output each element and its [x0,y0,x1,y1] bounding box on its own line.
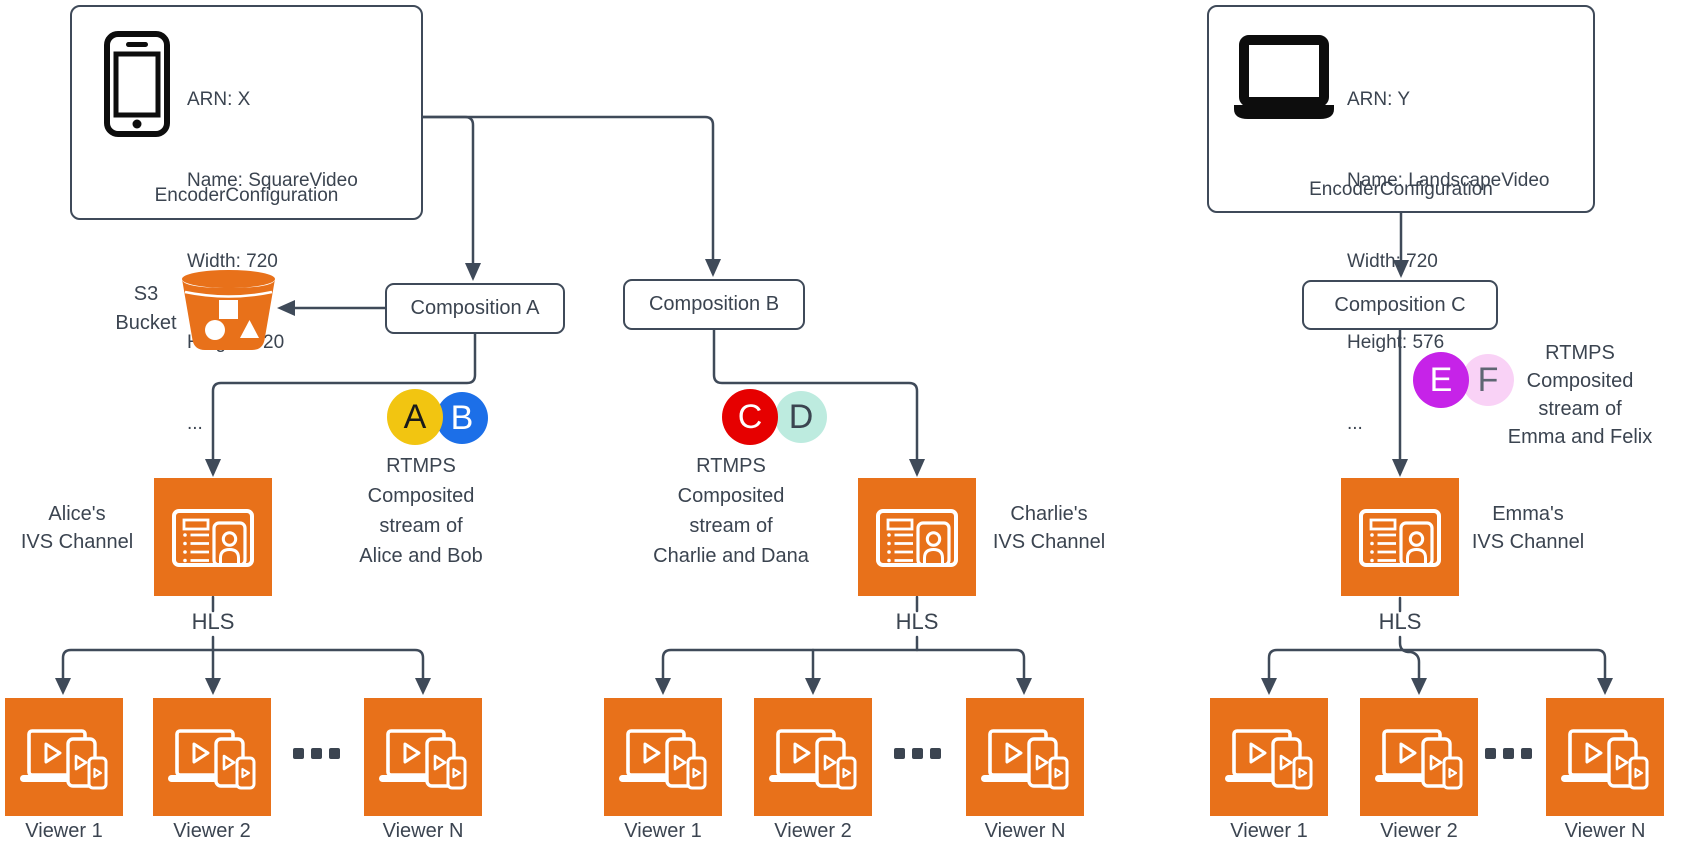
ivs-channel-glyph [876,509,958,567]
multi-device-playback-glyph [619,729,707,790]
rtmps-stream-note-alice-bob: RTMPS Composited stream of Alice and Bob [359,455,483,567]
encoder-ellipsis: ... [1347,413,1363,434]
participant-badge-e: E [1413,352,1469,408]
encoder-height: Height: 576 [1347,332,1445,353]
alice-channel-label: Alice's IVS Channel [20,503,134,553]
encoder-configuration-box-square: ARN: X Name: SquareVideo Width: 720 Heig… [70,5,423,434]
connector-split-right [1267,648,1607,680]
participant-badge-f: F [1462,354,1514,406]
encoder-arn: ARN: Y [1347,89,1411,110]
multi-device-playback-glyph [379,729,467,790]
encoder-name: Name: SquareVideo [187,170,358,191]
viewer-label: Viewer 2 [173,820,251,842]
viewer-icon [364,698,482,816]
encoder-properties: ARN: Y Name: LandscapeVideo Width: 720 H… [1347,32,1549,491]
viewer-label: Viewer 1 [1230,820,1308,842]
viewer-label: Viewer N [984,820,1066,842]
multi-device-playback-glyph [1225,729,1313,790]
composition-b-box: Composition B [623,279,805,330]
participant-badge-b: B [436,392,488,444]
viewer-label: Viewer N [382,820,464,842]
participant-badge-a: A [387,389,443,445]
multi-device-playback-glyph [168,729,256,790]
emma-channel-label: Emma's IVS Channel [1471,503,1585,553]
viewer-icon [1546,698,1664,816]
viewer-icon [604,698,722,816]
encoder-width: Width: 720 [187,251,278,272]
ivs-channel-glyph [172,509,254,567]
viewer-label: Viewer N [1564,820,1646,842]
participant-badge-d: D [775,391,827,443]
composition-a-box: Composition A [385,283,565,334]
charlie-ivs-channel-icon [858,478,976,596]
viewer-icon [966,698,1084,816]
viewer-icon [1210,698,1328,816]
viewer-icon [153,698,271,816]
ellipsis-dots [293,748,340,759]
viewer-label: Viewer 1 [624,820,702,842]
composition-c-label: Composition C [1334,293,1466,316]
participant-badge-c: C [722,389,778,445]
viewer-label: Viewer 2 [1380,820,1458,842]
encoder-arn: ARN: X [187,89,251,110]
multi-device-playback-glyph [1561,729,1649,790]
encoder-width: Width: 720 [1347,251,1438,272]
hls-label-charlie: HLS [895,609,939,634]
charlie-channel-label: Charlie's IVS Channel [992,503,1106,553]
viewer-label: Viewer 1 [25,820,103,842]
encoder-configuration-box-landscape: ARN: Y Name: LandscapeVideo Width: 720 H… [1207,5,1595,434]
viewer-label: Viewer 2 [774,820,852,842]
connector-split-left [61,648,425,680]
laptop-icon [1234,35,1334,119]
ellipsis-dots [894,748,941,759]
encoder-configuration-label: EncoderConfiguration [154,185,339,206]
s3-bucket-icon [182,270,275,350]
connector-split-middle [661,648,1026,680]
connector-encoder1-compB [421,115,715,261]
rtmps-stream-note-emma-felix: RTMPS Composited stream of Emma and Feli… [1507,342,1653,448]
multi-device-playback-glyph [1375,729,1463,790]
ellipsis-dots [1485,748,1532,759]
smartphone-icon [104,31,170,137]
multi-device-playback-glyph [769,729,857,790]
viewer-icon [1360,698,1478,816]
encoder-properties: ARN: X Name: SquareVideo Width: 720 Heig… [187,32,358,491]
ivs-channel-glyph [1359,509,1441,567]
rtmps-stream-note-charlie-dana: RTMPS Composited stream of Charlie and D… [653,455,809,567]
hls-label-alice: HLS [191,609,235,634]
multi-device-playback-glyph [981,729,1069,790]
viewer-icon [754,698,872,816]
s3-bucket-label: S3 Bucket [115,283,177,334]
emma-ivs-channel-icon [1341,478,1459,596]
encoder-configuration-label: EncoderConfiguration [1309,179,1493,200]
viewer-icon [5,698,123,816]
multi-device-playback-glyph [20,729,108,790]
hls-label-emma: HLS [1378,609,1422,634]
encoder-name: Name: LandscapeVideo [1347,170,1550,191]
encoder-ellipsis: ... [187,413,203,434]
composition-c-box: Composition C [1302,280,1498,330]
alice-ivs-channel-icon [154,478,272,596]
composition-b-label: Composition B [648,293,780,315]
composition-a-label: Composition A [410,297,540,319]
connector-encoder1-compA [421,115,475,265]
